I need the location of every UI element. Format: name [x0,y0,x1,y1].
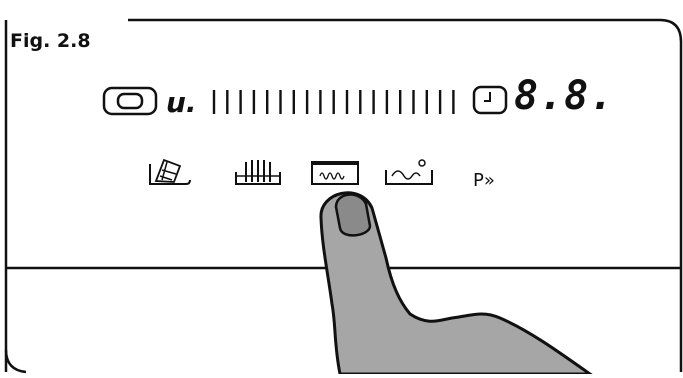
level-bar-icon [212,90,455,114]
pointing-finger-icon [319,191,595,376]
panel-frame [128,18,683,372]
power-button-icon[interactable] [102,86,158,116]
panel-bottom-edge [4,349,27,374]
time-display-digits: 8.8. [514,73,615,119]
soak-basin-icon[interactable] [385,159,433,185]
glasses-rack-icon[interactable] [235,160,281,185]
timer-icon[interactable] [472,85,508,115]
figure-label: Fig. 2.8 [10,30,97,52]
dishes-in-basket-icon[interactable] [149,158,191,185]
warm-wash-basin-icon[interactable] [311,161,359,185]
delay-indicator: u. [166,86,197,119]
program-p-button[interactable]: P» [473,170,495,191]
